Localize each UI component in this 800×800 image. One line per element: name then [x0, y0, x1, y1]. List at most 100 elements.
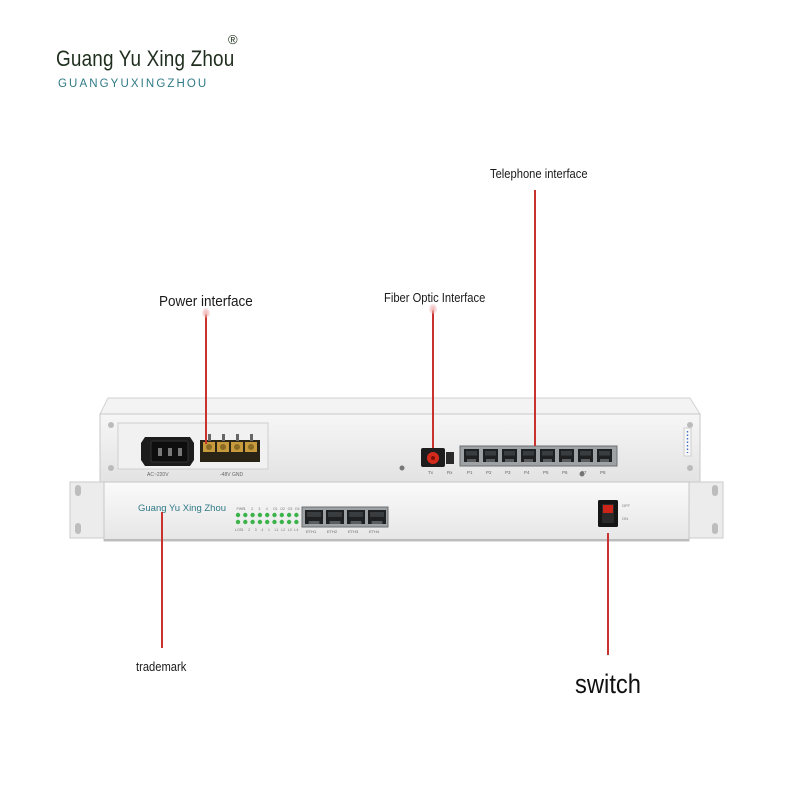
switch-on-label: ON	[622, 516, 628, 521]
telephone-port-label: P1	[467, 470, 473, 475]
status-led	[257, 512, 263, 518]
telephone-port-label: P7	[581, 470, 587, 475]
telephone-port	[578, 449, 593, 462]
power-switch[interactable]	[598, 500, 618, 527]
status-led	[279, 519, 284, 525]
brand-subname: GUANGYUXINGZHOU	[58, 78, 209, 90]
telephone-port	[521, 449, 536, 462]
telephone-port	[502, 449, 517, 462]
ethernet-port-block	[301, 506, 389, 528]
fiber-rx-label: Rx	[447, 470, 453, 475]
power-leader-line	[202, 308, 210, 444]
ground-screw	[399, 465, 405, 471]
status-led	[286, 519, 292, 525]
ethernet-port	[347, 510, 365, 524]
status-led	[272, 519, 277, 525]
led-label: 4	[261, 528, 263, 532]
led-label: 2	[251, 507, 253, 511]
screw	[108, 422, 114, 428]
ethernet-port	[368, 510, 386, 524]
telephone-port-label: P2	[486, 470, 492, 475]
switch-off-label: OFF	[622, 503, 631, 508]
led-label: O4	[295, 507, 300, 511]
status-led	[235, 512, 241, 518]
telephone-port-label: P4	[524, 470, 530, 475]
led-label: 1	[268, 528, 270, 532]
switch-label: switch	[575, 669, 642, 699]
screw	[687, 422, 693, 428]
back-top-lid	[99, 397, 701, 415]
ac-power-inlet	[141, 437, 194, 466]
ethernet-ports	[305, 510, 386, 524]
ethernet-port-label: ETH1	[306, 529, 317, 534]
telephone-port-label: P3	[505, 470, 511, 475]
status-led	[272, 512, 277, 518]
telephone-interface-label: Telephone interface	[490, 166, 588, 181]
telephone-port	[483, 449, 498, 462]
led-label: 3	[255, 528, 257, 532]
telephone-port-block	[459, 445, 618, 467]
status-led	[243, 512, 248, 518]
led-label: L4	[294, 528, 298, 532]
status-led	[250, 512, 255, 518]
registered-mark: ®	[228, 32, 238, 47]
back-unit: AC~220V -48V GND Tx Rx P1 P2 P3 P4 P5 P6 P7 P8	[99, 397, 701, 485]
telephone-port-label: P5	[543, 470, 549, 475]
trademark-label: trademark	[136, 659, 187, 674]
fiber-optic-port	[421, 448, 454, 467]
led-label: LOS	[235, 528, 243, 532]
dc-terminal-block	[200, 434, 260, 462]
ethernet-port	[326, 510, 344, 524]
led-label: L2	[281, 528, 285, 532]
trademark-leader-line	[161, 512, 163, 648]
led-label: O3	[288, 507, 293, 511]
status-led	[235, 519, 241, 525]
status-led	[265, 512, 270, 518]
telephone-leader-line	[534, 190, 536, 446]
led-label: 1	[244, 507, 246, 511]
telephone-ports	[464, 449, 612, 462]
status-led	[265, 519, 270, 525]
screw	[687, 465, 693, 471]
front-brand-logo: Guang Yu Xing Zhou	[138, 503, 226, 514]
led-label: L1	[275, 528, 279, 532]
power-interface-label: Power interface	[159, 293, 253, 310]
telephone-port-label: P8	[600, 470, 606, 475]
telephone-port	[559, 449, 574, 462]
status-led	[243, 519, 248, 525]
led-label: L3	[288, 528, 292, 532]
status-led	[250, 519, 255, 525]
led-label: PWR	[237, 507, 246, 511]
status-led	[294, 519, 299, 525]
led-label: 1	[242, 528, 244, 532]
status-leds	[235, 512, 299, 525]
telephone-port	[597, 449, 612, 462]
fiber-tx-label: Tx	[428, 470, 434, 475]
front-panel	[103, 481, 690, 542]
ethernet-port-label: ETH3	[348, 529, 359, 534]
telephone-port-labels: P1 P2 P3 P4 P5 P6 P7 P8	[467, 470, 606, 475]
status-led	[294, 512, 299, 518]
telephone-port-label: P6	[562, 470, 568, 475]
status-led	[279, 512, 284, 518]
status-led	[286, 512, 292, 518]
led-label: O2	[280, 507, 285, 511]
brand-name: Guang Yu Xing Zhou	[56, 46, 235, 71]
led-label: O1	[273, 507, 278, 511]
dc-label: -48V GND	[220, 472, 243, 478]
led-label: 4	[266, 507, 268, 511]
switch-leader-line	[607, 533, 609, 655]
led-label: 2	[248, 528, 250, 532]
status-led	[257, 519, 263, 525]
telephone-port	[540, 449, 555, 462]
fiber-leader-line	[429, 304, 437, 448]
screw	[108, 465, 114, 471]
ac-label: AC~220V	[147, 472, 169, 478]
ethernet-port	[305, 510, 323, 524]
ground-screw	[579, 471, 585, 477]
